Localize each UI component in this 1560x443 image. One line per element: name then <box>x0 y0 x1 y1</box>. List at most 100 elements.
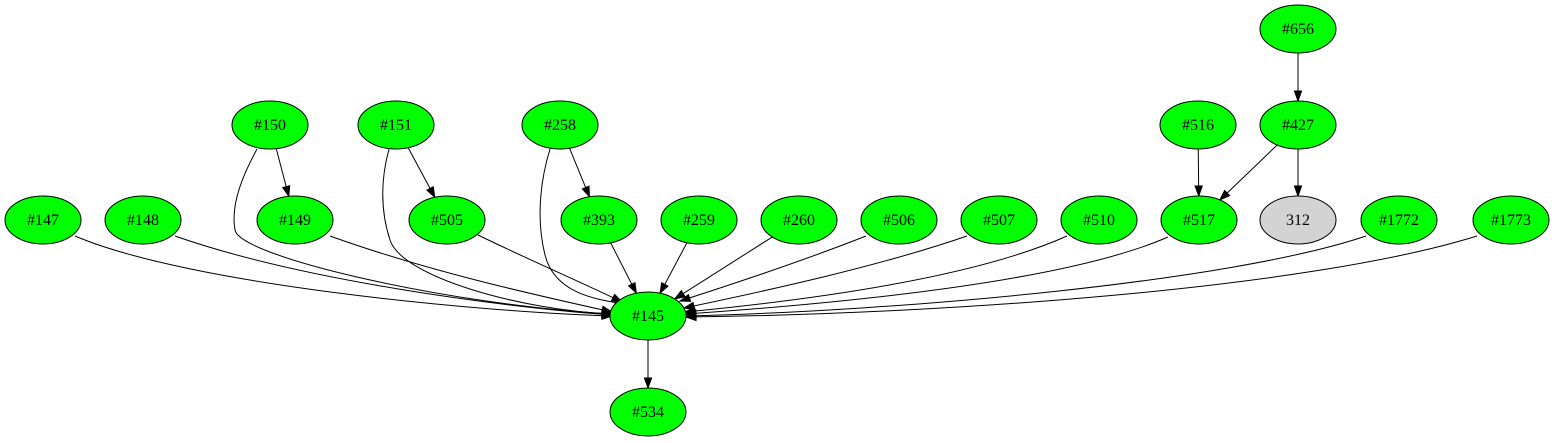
edge-line <box>477 234 623 303</box>
edge-1773-to-145 <box>684 235 1478 322</box>
edge-258-to-393 <box>569 148 591 199</box>
edge-516-to-517 <box>1194 148 1203 198</box>
edge-148-to-145 <box>174 235 614 319</box>
edge-150-to-149 <box>275 148 291 198</box>
edges-layer <box>74 53 1478 390</box>
node-ellipse <box>256 195 334 245</box>
edge-510-to-145 <box>683 235 1068 316</box>
edge-260-to-145 <box>673 236 773 300</box>
node-ellipse <box>521 100 599 150</box>
node-label: #393 <box>583 212 615 229</box>
node-label: #149 <box>279 212 311 229</box>
node-label: #151 <box>380 117 412 134</box>
node-ellipse <box>1259 195 1337 245</box>
node-ellipse <box>1472 195 1550 245</box>
node-393: #393 <box>560 195 638 245</box>
node-label: #258 <box>544 117 576 134</box>
node-505: #505 <box>408 195 486 245</box>
edge-line <box>685 235 1367 317</box>
node-ellipse <box>960 195 1038 245</box>
node-label: #145 <box>632 308 664 325</box>
node-ellipse <box>408 195 486 245</box>
node-506: #506 <box>860 195 938 245</box>
arrowhead <box>1293 90 1303 103</box>
edge-505-to-145 <box>477 234 624 303</box>
node-label: #516 <box>1182 117 1214 134</box>
edge-line <box>684 235 1068 313</box>
node-517: #517 <box>1160 195 1238 245</box>
arrowhead <box>600 305 614 314</box>
node-label: #150 <box>254 117 286 134</box>
arrowhead <box>673 289 686 300</box>
node-ellipse <box>231 100 309 150</box>
node-label: 312 <box>1286 212 1310 229</box>
node-656: #656 <box>1259 4 1337 54</box>
edge-145-to-534 <box>643 340 653 390</box>
node-ellipse <box>860 195 938 245</box>
edge-149-to-145 <box>329 235 614 314</box>
edge-506-to-145 <box>678 235 867 302</box>
edge-line <box>674 236 773 300</box>
arrowhead <box>678 293 692 302</box>
node-ellipse <box>660 195 738 245</box>
node-427: #427 <box>1259 100 1337 150</box>
edge-1772-to-145 <box>684 235 1367 321</box>
node-1773: #1773 <box>1472 195 1550 245</box>
node-312: 312 <box>1259 195 1337 245</box>
node-258: #258 <box>521 100 599 150</box>
node-label: #148 <box>127 212 159 229</box>
node-259: #259 <box>660 195 738 245</box>
node-260: #260 <box>760 195 838 245</box>
node-label: #507 <box>983 212 1015 229</box>
edge-line <box>683 235 968 309</box>
arrowhead <box>627 281 638 295</box>
node-label: #506 <box>883 212 915 229</box>
node-label: #656 <box>1282 21 1314 38</box>
edge-line <box>382 148 613 315</box>
node-label: #147 <box>27 212 59 229</box>
node-ellipse <box>1259 4 1337 54</box>
node-150: #150 <box>231 100 309 150</box>
edge-line <box>685 235 1478 318</box>
edge-line <box>1219 144 1278 201</box>
node-510: #510 <box>1060 195 1138 245</box>
node-label: #505 <box>431 212 463 229</box>
arrowhead <box>426 185 436 199</box>
edge-line <box>329 235 613 313</box>
edge-507-to-145 <box>682 235 968 311</box>
arrowhead <box>1194 185 1203 198</box>
node-ellipse <box>4 195 82 245</box>
edge-427-to-517 <box>1218 144 1278 201</box>
node-label: #517 <box>1183 212 1215 229</box>
node-label: #534 <box>632 404 664 421</box>
node-507: #507 <box>960 195 1038 245</box>
node-ellipse <box>357 100 435 150</box>
node-ellipse <box>560 195 638 245</box>
node-ellipse <box>1360 195 1438 245</box>
node-label: #510 <box>1083 212 1115 229</box>
node-534: #534 <box>609 387 687 437</box>
edge-151-to-505 <box>407 147 436 199</box>
edge-line <box>679 235 867 302</box>
edge-427-to-312 <box>1293 149 1303 198</box>
node-ellipse <box>609 291 687 341</box>
edge-line <box>233 148 613 315</box>
edge-line <box>685 236 1169 315</box>
node-label: #1772 <box>1379 212 1419 229</box>
node-ellipse <box>1259 100 1337 150</box>
arrowhead <box>643 377 653 390</box>
node-147: #147 <box>4 195 82 245</box>
arrowhead <box>1218 189 1231 201</box>
node-label: #1773 <box>1491 212 1531 229</box>
node-label: #259 <box>683 212 715 229</box>
edge-393-to-145 <box>610 242 638 295</box>
arrowhead <box>684 312 697 322</box>
node-145: #145 <box>609 291 687 341</box>
arrowhead <box>659 281 669 295</box>
edge-line <box>539 148 626 305</box>
node-148: #148 <box>104 195 182 245</box>
node-ellipse <box>609 387 687 437</box>
node-label: #427 <box>1282 117 1314 134</box>
arrowhead <box>1293 185 1303 198</box>
